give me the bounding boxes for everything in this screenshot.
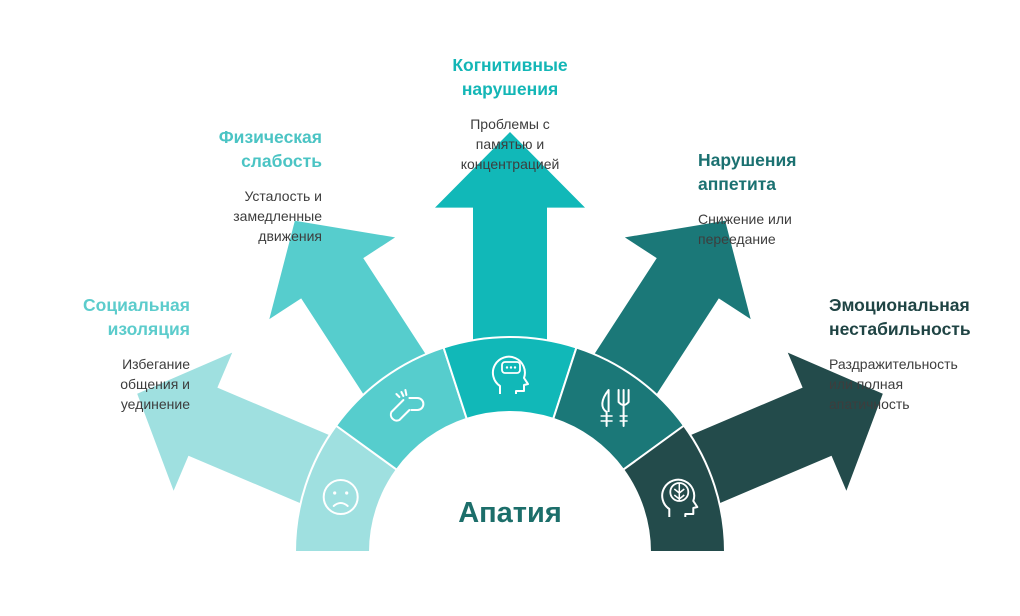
icons-layer [322, 355, 699, 517]
broken-link-icon [389, 389, 425, 422]
sad-face-icon [322, 479, 359, 515]
sector-emotional [621, 424, 727, 553]
head-brain-icon [661, 478, 699, 517]
sectors-layer [293, 336, 727, 553]
head-chat-icon [491, 355, 529, 394]
arrow-cognitive [435, 131, 585, 402]
knife-fork-icon [600, 389, 630, 427]
center-title: Апатия [458, 497, 562, 529]
arrow-shape-cognitive [435, 131, 585, 402]
